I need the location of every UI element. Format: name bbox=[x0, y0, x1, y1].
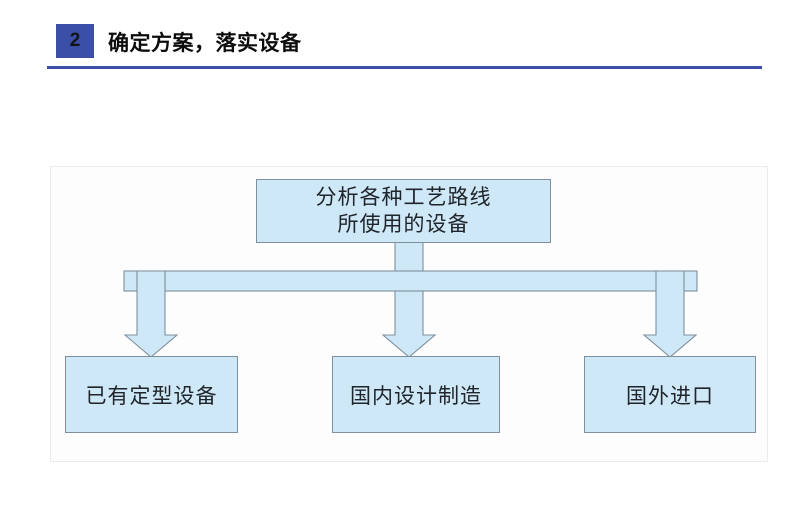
header-divider-rule bbox=[47, 66, 762, 69]
connector-arrow-left bbox=[123, 270, 179, 358]
connector-arrow-right bbox=[642, 270, 698, 358]
slide-header: 2 确定方案，落实设备 bbox=[0, 0, 808, 80]
node-root-line1: 分析各种工艺路线 bbox=[315, 185, 492, 210]
page-title: 确定方案，落实设备 bbox=[108, 32, 302, 55]
node-root-line2: 所使用的设备 bbox=[337, 212, 470, 236]
connector-arrow-center bbox=[381, 236, 437, 358]
node-branch-existing-equipment[interactable]: 已有定型设备 bbox=[65, 356, 238, 433]
diagram-panel: 分析各种工艺路线 所使用的设备 已有定型设备 国内设计制造 国外进口 bbox=[50, 166, 768, 462]
connector-layer bbox=[123, 236, 698, 358]
node-branch-foreign-import[interactable]: 国外进口 bbox=[584, 356, 756, 433]
connector-horizontal-bus bbox=[123, 270, 698, 292]
node-branch-domestic-manufacture[interactable]: 国内设计制造 bbox=[332, 356, 500, 433]
node-root-analysis[interactable]: 分析各种工艺路线 所使用的设备 bbox=[256, 179, 551, 243]
section-number-badge: 2 bbox=[56, 24, 94, 58]
flowchart-canvas: 分析各种工艺路线 所使用的设备 已有定型设备 国内设计制造 国外进口 bbox=[51, 167, 769, 463]
